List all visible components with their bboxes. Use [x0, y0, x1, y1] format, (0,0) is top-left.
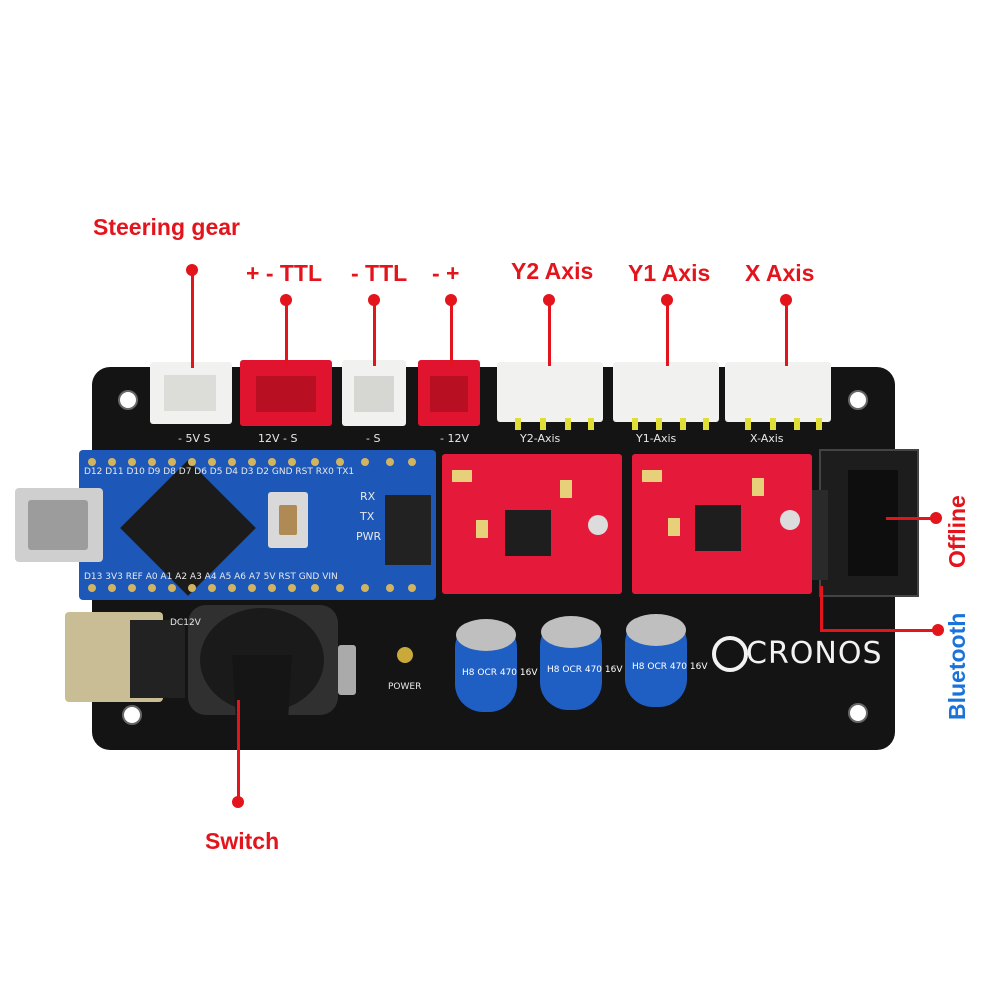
leader-x: [785, 300, 788, 366]
capacitor-3-label: H8 OCR 470 16V: [632, 662, 708, 672]
silk-ttl-pm: 12V - S: [258, 432, 298, 445]
silk-ttl-m: - S: [366, 432, 381, 445]
power-led: [397, 647, 413, 663]
connector-y2: [497, 362, 603, 422]
dot-ttl-pm: [280, 294, 292, 306]
x-axis-label: X Axis: [745, 260, 815, 286]
dot-ttl-m: [368, 294, 380, 306]
leader-y1: [666, 300, 669, 366]
cronos-logo: CRONOS: [746, 636, 883, 671]
header-pins: [385, 495, 431, 565]
driver-chip-1: [505, 510, 551, 556]
leader-ttl-pm: [285, 300, 288, 366]
switch-lever: [232, 655, 292, 720]
capacitor-1-label: H8 OCR 470 16V: [462, 668, 538, 678]
mounting-hole: [848, 703, 868, 723]
silk-rx: RX: [360, 490, 376, 503]
silk-x: X-Axis: [750, 432, 784, 445]
leader-bluetooth-v: [820, 586, 823, 632]
dot-mp: [445, 294, 457, 306]
y2-axis-label: Y2 Axis: [511, 258, 594, 284]
silk-nano-bottom: D13 3V3 REF A0 A1 A2 A3 A4 A5 A6 A7 5V R…: [84, 572, 338, 582]
silk-y1: Y1-Axis: [636, 432, 677, 445]
leader-switch: [237, 700, 240, 800]
potentiometer-2: [780, 510, 800, 530]
dot-offline: [930, 512, 942, 524]
leader-ttl-m: [373, 300, 376, 366]
mounting-hole: [848, 390, 868, 410]
driver-chip-2: [695, 505, 741, 551]
silk-power: POWER: [388, 682, 422, 692]
dot-bluetooth: [932, 624, 944, 636]
silk-mp: - 12V: [440, 432, 469, 445]
steering-gear-label: Steering gear: [93, 214, 240, 240]
silk-steering: - 5V S: [178, 432, 211, 445]
leader-mp: [450, 300, 453, 366]
leader-bluetooth-h: [820, 629, 938, 632]
capacitor-3: [625, 614, 687, 707]
dot-switch: [232, 796, 244, 808]
dot-y2: [543, 294, 555, 306]
silk-y2: Y2-Axis: [520, 432, 561, 445]
silk-pwr: PWR: [356, 530, 382, 543]
minus-plus-label: - +: [432, 260, 460, 286]
bluetooth-header: [812, 490, 828, 580]
capacitor-1: [455, 619, 517, 712]
ttl-minus-label: - TTL: [351, 260, 408, 286]
mounting-hole: [122, 705, 142, 725]
leader-offline: [886, 517, 936, 520]
capacitor-2-label: H8 OCR 470 16V: [547, 665, 623, 675]
silk-nano-top: D12 D11 D10 D9 D8 D7 D6 D5 D4 D3 D2 GND …: [84, 467, 355, 477]
logo-gear-icon: [712, 636, 748, 672]
silk-dc: DC12V: [170, 618, 201, 628]
dot-steering: [186, 264, 198, 276]
leader-steering: [191, 270, 194, 368]
switch-label: Switch: [205, 828, 280, 854]
dot-y1: [661, 294, 673, 306]
silk-tx: TX: [360, 510, 375, 523]
y1-axis-label: Y1 Axis: [628, 260, 711, 286]
dot-x: [780, 294, 792, 306]
leader-y2: [548, 300, 551, 366]
connector-x: [725, 362, 831, 422]
capacitor-2: [540, 616, 602, 710]
ttl-plus-minus-label: + - TTL: [246, 260, 323, 286]
connector-y1: [613, 362, 719, 422]
mounting-hole: [118, 390, 138, 410]
potentiometer-1: [588, 515, 608, 535]
